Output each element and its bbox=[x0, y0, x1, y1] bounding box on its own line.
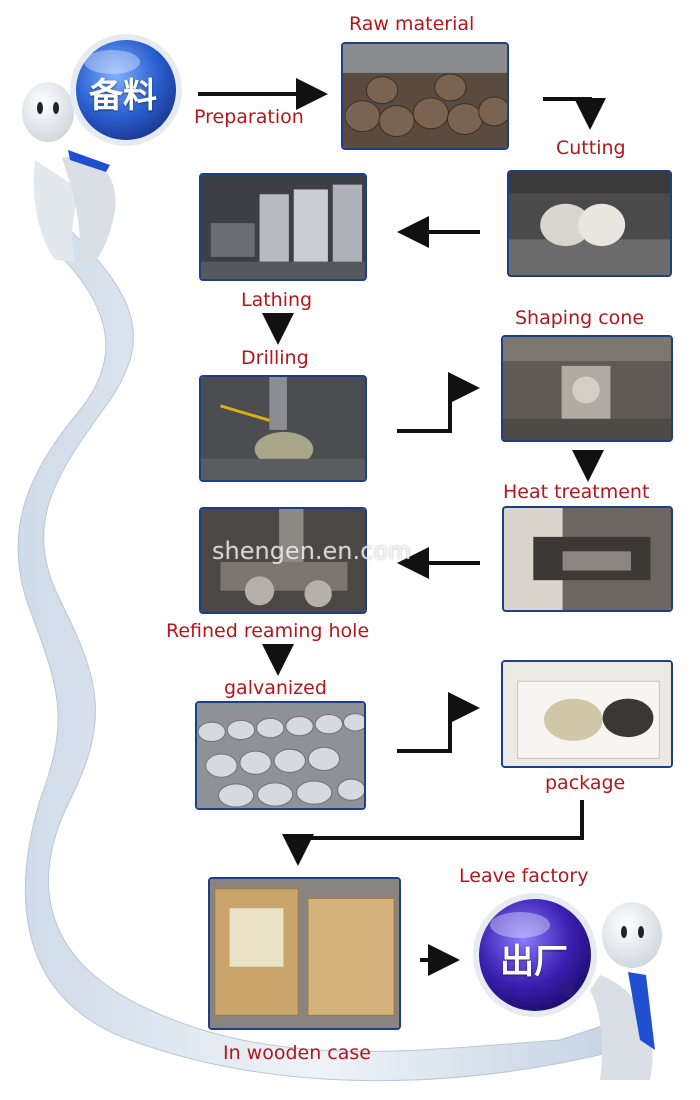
label-shaping-cone: Shaping cone bbox=[515, 307, 645, 329]
mascot-end-icon bbox=[473, 893, 662, 1080]
cutting-photo bbox=[507, 170, 672, 277]
reaming-photo bbox=[199, 507, 367, 614]
galvanized-photo bbox=[195, 701, 366, 810]
label-drilling: Drilling bbox=[241, 347, 309, 369]
lathing-photo bbox=[199, 173, 367, 281]
drilling-photo bbox=[199, 375, 367, 482]
arrow-wooden bbox=[282, 800, 584, 866]
watermark: shengen.en.com bbox=[212, 537, 412, 565]
label-in-wooden-case: In wooden case bbox=[223, 1042, 371, 1064]
arrow-package bbox=[397, 692, 480, 753]
arrow-cutting bbox=[543, 97, 606, 130]
label-leave-factory: Leave factory bbox=[459, 865, 589, 887]
shaping-cone-photo bbox=[501, 335, 673, 442]
label-cutting: Cutting bbox=[556, 137, 626, 159]
badge-start-label: 备料 bbox=[89, 76, 157, 116]
heat-treatment-photo bbox=[502, 506, 673, 612]
wooden-case-photo bbox=[208, 877, 401, 1030]
arrow-shaping bbox=[397, 372, 480, 433]
badge-end-label: 出厂 bbox=[500, 942, 568, 982]
label-refined-reaming-hole: Refined reaming hole bbox=[166, 620, 370, 642]
label-heat-treatment: Heat treatment bbox=[503, 481, 650, 503]
mascot-start-icon bbox=[22, 34, 182, 262]
raw-material-photo bbox=[341, 42, 509, 150]
label-package: package bbox=[545, 772, 626, 794]
label-galvanized: galvanized bbox=[224, 677, 327, 699]
label-raw-material: Raw material bbox=[349, 13, 475, 35]
label-lathing: Lathing bbox=[241, 289, 313, 311]
package-photo bbox=[501, 660, 673, 768]
label-preparation: Preparation bbox=[194, 106, 304, 128]
